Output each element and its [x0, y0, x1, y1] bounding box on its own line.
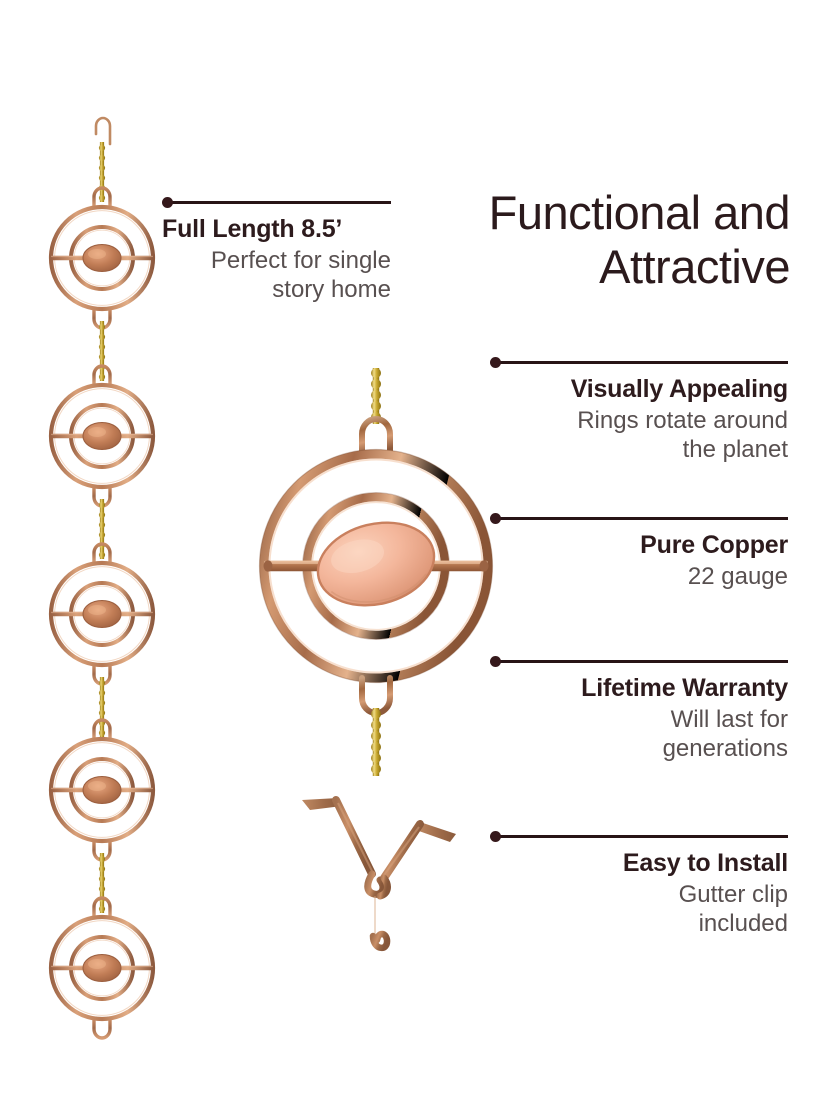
callout-title: Pure Copper	[640, 531, 788, 559]
callout-subtitle-line-2: included	[698, 910, 788, 938]
page-title-line-2: Attractive	[599, 239, 790, 293]
callout-subtitle-line-2: story home	[272, 276, 391, 304]
callout-title: Lifetime Warranty	[581, 674, 788, 702]
callout-bullet-dot	[490, 656, 501, 667]
callout-lifetime-warranty: Lifetime Warranty Will last for generati…	[490, 656, 788, 763]
callout-title: Easy to Install	[622, 849, 788, 877]
callout-easy-to-install: Easy to Install Gutter clip included	[490, 831, 788, 938]
callout-visually-appealing: Visually Appealing Rings rotate around t…	[490, 357, 788, 464]
callout-rule	[490, 357, 788, 368]
gutter-clip-illustration	[280, 778, 480, 968]
page-title: Functional and Attractive	[430, 186, 791, 293]
callout-full-length: Full Length 8.5’ Perfect for single stor…	[162, 197, 391, 304]
callout-pure-copper: Pure Copper 22 gauge	[490, 513, 788, 591]
callout-subtitle-line-1: Will last for	[670, 705, 788, 733]
callout-bullet-dot	[162, 197, 173, 208]
callout-title: Full Length 8.5’	[162, 215, 343, 243]
callout-subtitle-line-1: Perfect for single	[210, 246, 391, 274]
callout-rule	[490, 656, 788, 667]
callout-bullet-dot	[490, 831, 501, 842]
callout-subtitle-line-2: the planet	[682, 436, 788, 464]
callout-rule-line	[167, 201, 391, 204]
callout-rule-line	[495, 660, 788, 663]
page-title-line-1: Functional and	[488, 186, 791, 239]
callout-subtitle-line-1: Gutter clip	[678, 880, 788, 908]
callout-rule-line	[495, 835, 788, 838]
callout-title: Visually Appealing	[570, 375, 789, 403]
callout-rule-line	[495, 517, 788, 520]
callout-subtitle-line-1: Rings rotate around	[577, 406, 788, 434]
callout-subtitle-line-1: 22 gauge	[687, 562, 788, 590]
callout-rule-line	[495, 361, 788, 364]
rain-chain-full-illustration	[34, 116, 170, 1018]
callout-subtitle-line-2: generations	[662, 735, 788, 763]
callout-rule	[490, 831, 788, 842]
callout-rule	[490, 513, 788, 524]
ring-planet-hero-illustration	[248, 368, 504, 778]
callout-bullet-dot	[490, 357, 501, 368]
callout-rule	[162, 197, 391, 208]
callout-bullet-dot	[490, 513, 501, 524]
